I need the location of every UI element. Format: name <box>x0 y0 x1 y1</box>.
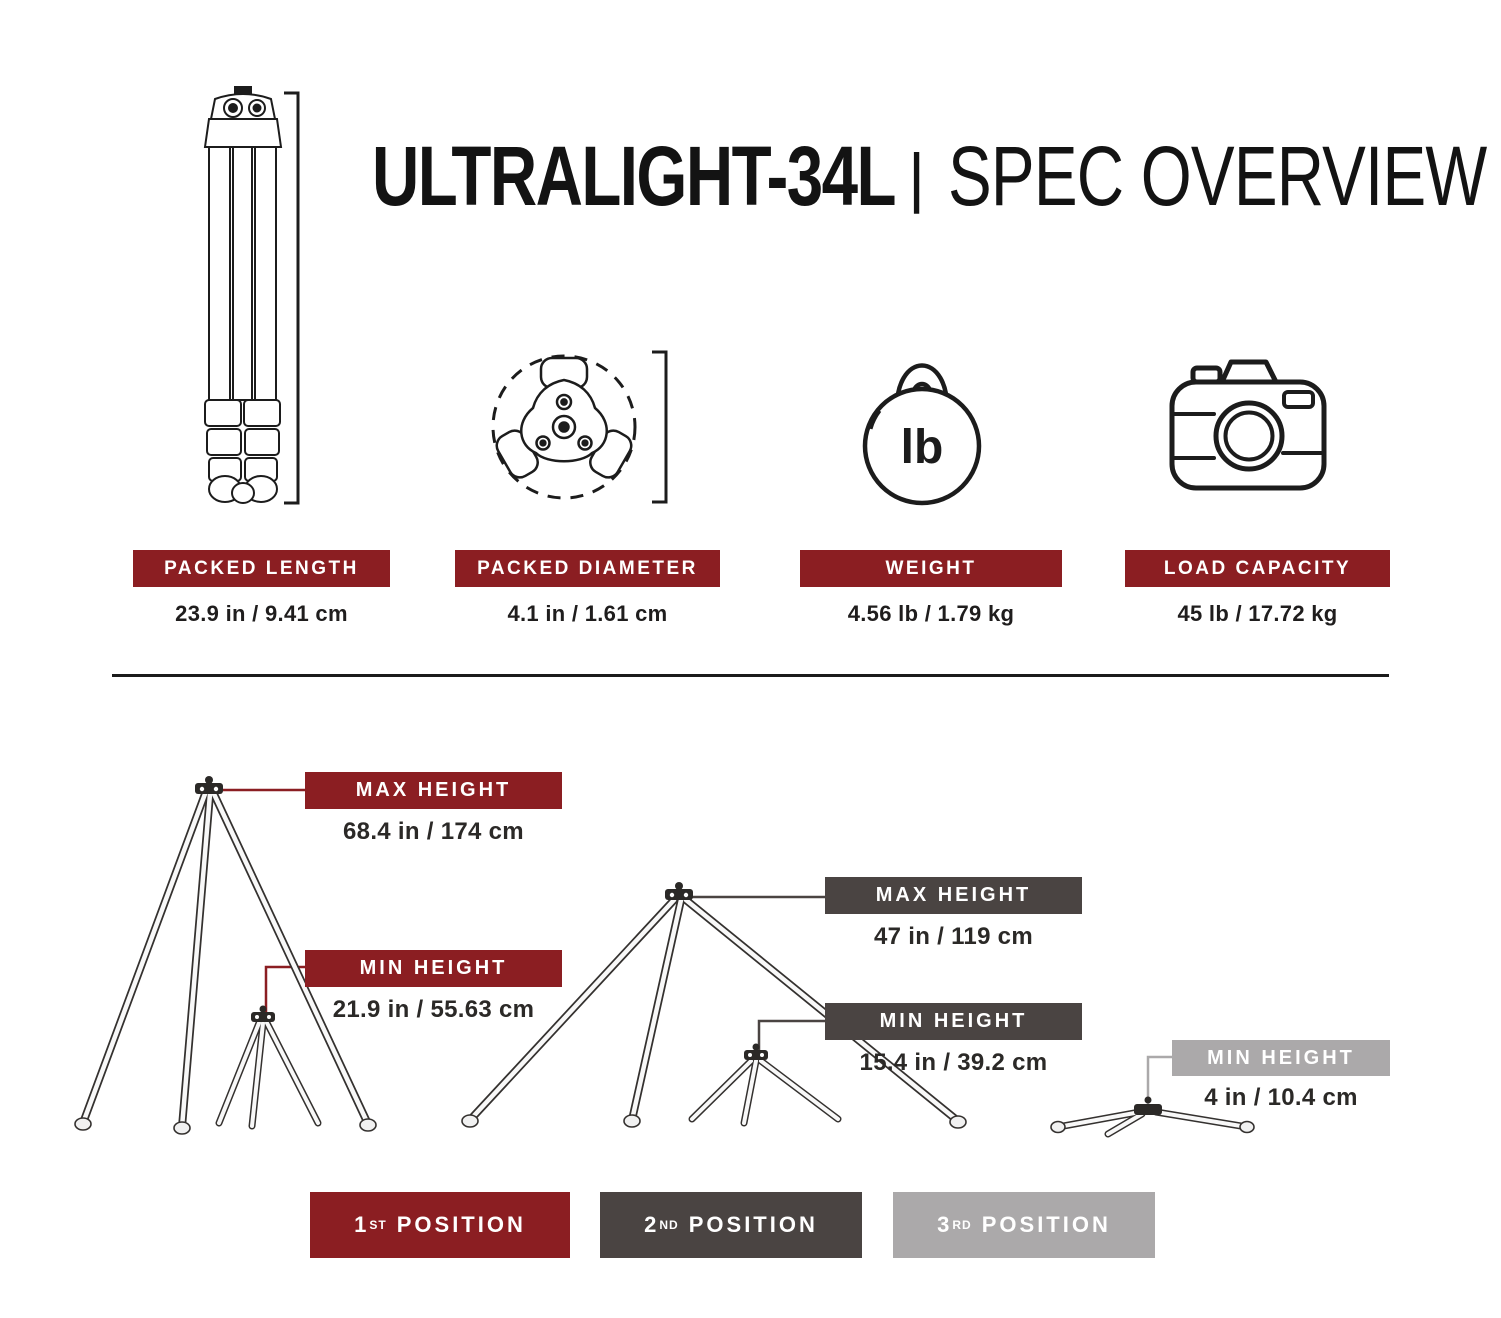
position-1-ordinal-suffix: ST <box>369 1218 387 1232</box>
measure-bracket <box>652 350 668 504</box>
callout-max-height-1: MAX HEIGHT <box>305 772 562 809</box>
page-title: ULTRALIGHT-34L <box>372 129 896 223</box>
callout-max-height-2: MAX HEIGHT <box>825 877 1082 914</box>
tripod-position2-min <box>688 1043 842 1127</box>
spec-value-packed-length: 23.9 in / 9.41 cm <box>175 601 348 626</box>
callout-min-height-1: MIN HEIGHT <box>305 950 562 987</box>
position-3-ordinal: 3 <box>937 1212 953 1237</box>
callout-min-height-2-value: 15.4 in / 39.2 cm <box>859 1049 1048 1076</box>
tripod-top-view-icon <box>491 350 668 504</box>
position-1-word: POSITION <box>396 1212 526 1237</box>
position-2-word: POSITION <box>688 1212 818 1237</box>
section-divider <box>112 674 1389 677</box>
position-3-ordinal-suffix: RD <box>952 1218 972 1232</box>
diameter-dashed-circle <box>491 354 637 500</box>
callout-min-height-3: MIN HEIGHT <box>1172 1040 1390 1076</box>
leader-min-height-1 <box>264 965 305 1018</box>
spec-value-weight: 4.56 lb / 1.79 kg <box>847 601 1015 626</box>
kettlebell-icon: lb <box>862 363 982 506</box>
spec-value-packed-diameter: 4.1 in / 1.61 cm <box>507 601 668 626</box>
packed-tripod-icon <box>203 86 300 505</box>
leader-min-height-3 <box>1146 1055 1172 1104</box>
callout-min-height-3-value: 4 in / 10.4 cm <box>1204 1084 1358 1111</box>
position-1-ordinal: 1 <box>354 1212 370 1237</box>
callout-max-height-1-value: 68.4 in / 174 cm <box>343 818 524 845</box>
camera-icon <box>1169 359 1327 491</box>
tripod-position1-min <box>215 1005 322 1130</box>
spec-label-weight: WEIGHT <box>800 550 1062 587</box>
title-separator: | <box>908 140 926 214</box>
spec-label-load-capacity: LOAD CAPACITY <box>1125 550 1390 587</box>
callout-max-height-2-value: 47 in / 119 cm <box>874 923 1033 950</box>
page-subtitle: SPEC OVERVIEW <box>948 129 1487 223</box>
position-2-ordinal: 2 <box>644 1212 660 1237</box>
callout-min-height-1-value: 21.9 in / 55.63 cm <box>332 996 535 1023</box>
callout-min-height-2: MIN HEIGHT <box>825 1003 1082 1040</box>
kettlebell-lb-text: lb <box>901 421 944 474</box>
position-3-word: POSITION <box>981 1212 1111 1237</box>
position-2-ordinal-suffix: ND <box>659 1218 679 1232</box>
spec-value-load-capacity: 45 lb / 17.72 kg <box>1177 601 1338 626</box>
spec-label-packed-diameter: PACKED DIAMETER <box>455 550 720 587</box>
leader-min-height-2 <box>757 1019 825 1052</box>
spec-label-packed-length: PACKED LENGTH <box>133 550 390 587</box>
measure-bracket <box>284 91 300 505</box>
